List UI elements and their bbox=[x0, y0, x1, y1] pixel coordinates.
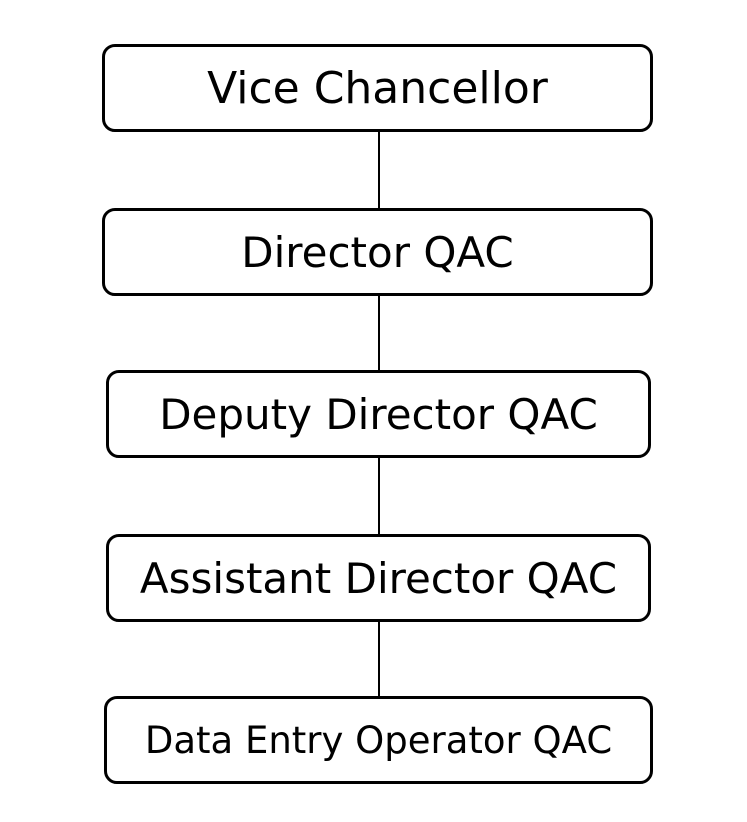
box-label: Deputy Director QAC bbox=[159, 389, 598, 439]
connector-line bbox=[378, 132, 380, 208]
box-label: Vice Chancellor bbox=[207, 62, 548, 114]
vice-chancellor-box: Vice Chancellor bbox=[102, 44, 653, 132]
deputy-director-qac-box: Deputy Director QAC bbox=[106, 370, 651, 458]
box-label: Data Entry Operator QAC bbox=[144, 718, 613, 762]
connector-line bbox=[378, 458, 380, 534]
assistant-director-qac-box: Assistant Director QAC bbox=[106, 534, 651, 622]
connector-line bbox=[378, 296, 380, 370]
data-entry-operator-qac-box: Data Entry Operator QAC bbox=[104, 696, 653, 784]
box-label: Director QAC bbox=[241, 227, 514, 277]
box-label: Assistant Director QAC bbox=[139, 553, 618, 603]
director-qac-box: Director QAC bbox=[102, 208, 653, 296]
connector-line bbox=[378, 622, 380, 696]
